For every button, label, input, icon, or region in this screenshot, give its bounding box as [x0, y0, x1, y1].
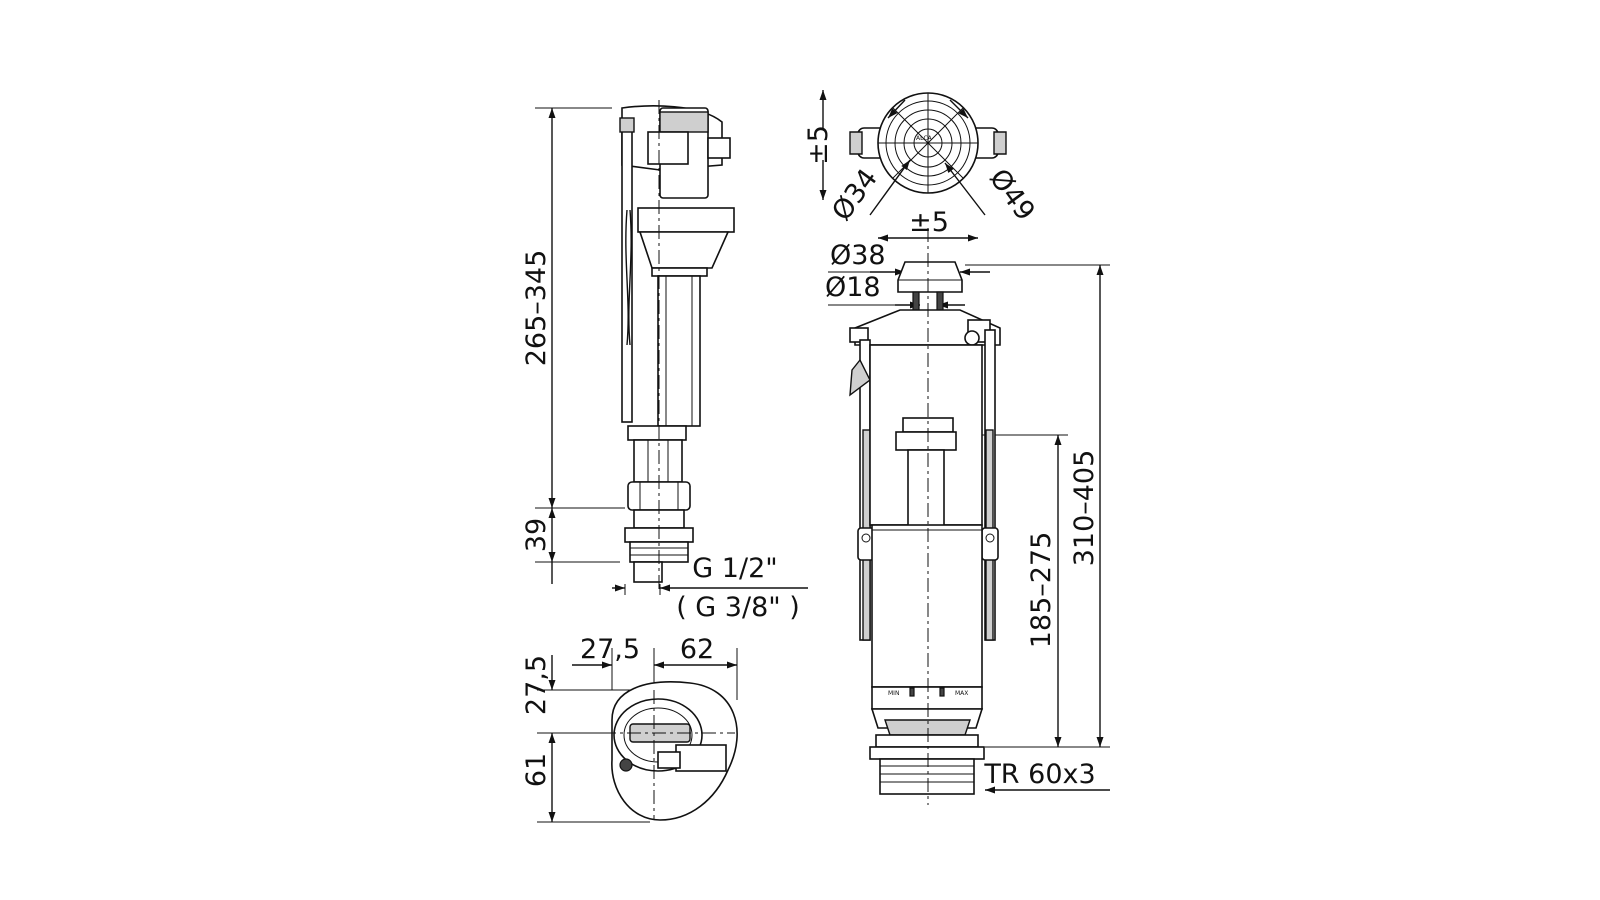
brand-label: ALCA [916, 135, 933, 142]
max-label: MAX [955, 690, 968, 697]
flush-valve-dimensions [828, 234, 1110, 794]
fill-valve-dimensions [535, 107, 808, 595]
min-label: MIN [888, 690, 899, 697]
thread-alt-label: ( G 3/8" ) [676, 592, 800, 623]
adjust-horizontal-label: ±5 [909, 207, 949, 238]
fill-valve-top-view: 27,5 62 27,5 61 [521, 634, 738, 823]
adjust-vertical-label: ±5 [803, 125, 834, 165]
diameter-outer-label: Ø49 [983, 163, 1041, 226]
top-offset-x-label: 27,5 [580, 634, 640, 665]
fill-valve-connection-label: 39 [521, 518, 552, 552]
diameter-inner-label: Ø34 [826, 163, 884, 226]
fill-valve-body [619, 100, 735, 590]
total-height-label: 310–405 [1069, 450, 1100, 567]
fill-valve-height-label: 265–345 [521, 250, 552, 367]
top-view-dimensions [537, 648, 738, 823]
overflow-height-label: 185–275 [1026, 532, 1057, 649]
top-width-label: 62 [680, 634, 714, 665]
top-offset-y-label: 27,5 [521, 655, 552, 715]
button-diameter-label: Ø38 [830, 240, 886, 271]
fill-valve-side-view: 265–345 39 G 1/2" ( G 3/8" ) [521, 100, 808, 623]
thread-main-label: G 1/2" [692, 553, 777, 584]
top-depth-label: 61 [521, 753, 552, 787]
rod-diameter-label: Ø18 [825, 272, 881, 303]
flush-valve-front-view: MIN MAX ±5 Ø38 Ø18 310–405 185–275 TR 60… [825, 207, 1110, 805]
thread-tr-label: TR 60x3 [983, 759, 1095, 790]
